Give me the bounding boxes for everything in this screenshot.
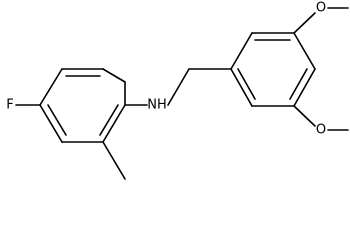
methoxy-bottom-bond xyxy=(293,105,316,127)
amine-ch2-bond xyxy=(167,68,190,106)
double-bond-inner xyxy=(237,68,256,100)
right-benzene-ring xyxy=(230,32,316,107)
methoxy-top-bond xyxy=(293,12,316,34)
double-bond-inner xyxy=(99,104,119,136)
bond-ring-right xyxy=(293,68,316,107)
bond-ring-left xyxy=(39,68,63,106)
fluorine-label: F xyxy=(6,98,13,113)
amine-label: NH xyxy=(147,98,167,113)
oxygen-bottom-label: O xyxy=(316,123,326,138)
bond-ring-left xyxy=(102,68,126,83)
bond-ring-left xyxy=(39,104,63,143)
bond-ring-right xyxy=(230,32,253,70)
bond-ring-right xyxy=(230,68,253,107)
chemical-structure-diagram: F NH O O xyxy=(6,1,349,180)
double-bond-inner xyxy=(47,104,67,136)
bond-ring-right xyxy=(293,32,316,70)
left-benzene-ring xyxy=(39,68,126,143)
atom-label-group: F NH O O xyxy=(6,1,326,138)
oxygen-top-label: O xyxy=(316,1,326,16)
methyl-bond xyxy=(102,141,126,180)
bond-ring-left xyxy=(102,104,126,143)
double-bond-inner xyxy=(289,68,308,100)
